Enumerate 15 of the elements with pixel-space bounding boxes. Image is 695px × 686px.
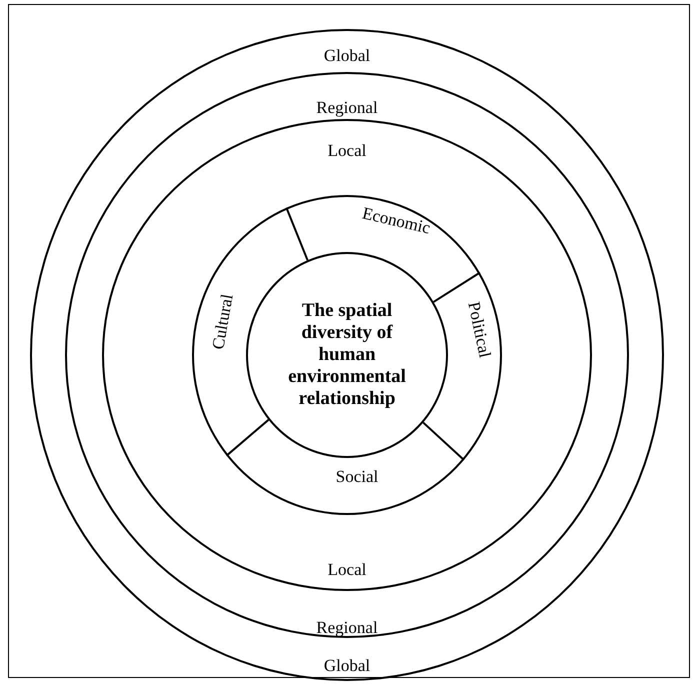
scale-label: Regional xyxy=(316,618,378,637)
center-text: The spatial diversity of human environmental relationship xyxy=(287,300,407,410)
scale-label: Regional xyxy=(316,98,378,117)
scale-label: Global xyxy=(324,656,370,675)
segment-label: Social xyxy=(327,467,387,489)
scale-label: Local xyxy=(328,141,366,160)
segment-label: Political xyxy=(458,286,498,374)
segment-label: Economic xyxy=(354,202,438,242)
scale-circle xyxy=(102,119,592,591)
ring-band xyxy=(192,195,502,515)
scale-label: Global xyxy=(324,46,370,65)
scale-circle xyxy=(65,72,629,638)
center-circle xyxy=(246,252,448,458)
scale-label: Local xyxy=(328,560,366,579)
segment-label: Cultural xyxy=(206,282,242,362)
